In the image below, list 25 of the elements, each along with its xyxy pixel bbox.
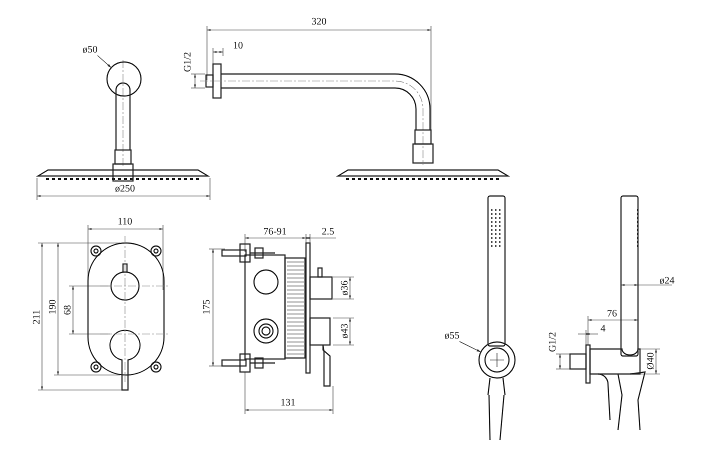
dimension-label: G1/2 bbox=[182, 52, 194, 72]
dimension-label: 320 bbox=[312, 16, 326, 28]
dimension-label: 4 bbox=[600, 324, 606, 334]
dimension-label: ø50 bbox=[82, 44, 98, 56]
wall-flange bbox=[106, 61, 142, 97]
dimension-label: ø250 bbox=[115, 184, 135, 194]
dimension-label: 76-91 bbox=[263, 226, 287, 238]
dimension-label: 10 bbox=[233, 40, 243, 52]
dimension-label: ø55 bbox=[444, 330, 460, 342]
dimension-label: 2.5 bbox=[322, 226, 334, 238]
dimension-label: 211 bbox=[32, 310, 42, 324]
leader-line bbox=[459, 341, 482, 352]
dimension-label: 131 bbox=[280, 398, 296, 408]
dimension-label: 190 bbox=[48, 300, 58, 314]
dimension-label: 76 bbox=[607, 308, 617, 320]
hose-holder bbox=[478, 341, 516, 379]
dimension-label: 175 bbox=[202, 300, 212, 314]
dimension-label: 110 bbox=[118, 216, 132, 228]
dimension-label: ø24 bbox=[660, 276, 674, 286]
leader-line bbox=[97, 55, 112, 68]
dimension-label: Ø40 bbox=[646, 352, 656, 370]
dimension-label: ø36 bbox=[340, 280, 350, 296]
dimension-label: G1/2 bbox=[548, 332, 558, 352]
dimension-label: ø43 bbox=[340, 324, 350, 338]
dimension-label: 68 bbox=[62, 305, 74, 315]
